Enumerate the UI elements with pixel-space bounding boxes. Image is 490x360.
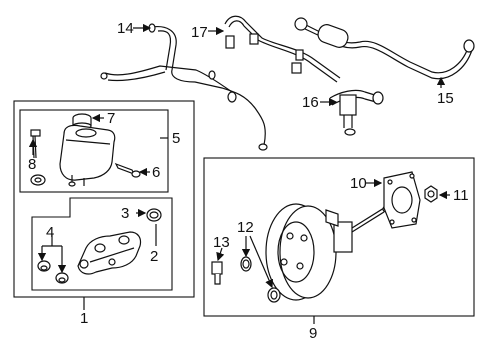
callout-8: 8 bbox=[28, 156, 36, 173]
callout-12: 12 bbox=[237, 219, 254, 236]
callout-16: 16 bbox=[302, 94, 319, 111]
callout-15: 15 bbox=[437, 90, 454, 107]
callout-4: 4 bbox=[46, 224, 54, 241]
callout-3: 3 bbox=[121, 205, 129, 222]
callout-14: 14 bbox=[117, 20, 134, 37]
vacuum-line-15 bbox=[294, 17, 475, 80]
reservoir-group-box bbox=[19, 109, 169, 193]
o-ring-3 bbox=[146, 208, 162, 222]
booster-group-box bbox=[203, 157, 475, 317]
sensor-13 bbox=[211, 261, 223, 285]
grommets-4 bbox=[37, 260, 69, 284]
callout-10: 10 bbox=[350, 175, 367, 192]
assembly-1-box bbox=[13, 100, 195, 298]
callout-9: 9 bbox=[309, 325, 317, 342]
callout-6: 6 bbox=[152, 164, 160, 181]
nut-11 bbox=[424, 185, 438, 203]
callout-13: 13 bbox=[213, 234, 230, 251]
vacuum-line-17 bbox=[224, 15, 341, 83]
master-cylinder-group-box bbox=[31, 197, 173, 291]
reservoir-tank bbox=[59, 124, 116, 187]
seals-12 bbox=[240, 256, 281, 303]
callout-2: 2 bbox=[150, 248, 158, 265]
callout-5: 5 bbox=[172, 130, 180, 147]
callout-11: 11 bbox=[453, 187, 469, 204]
gasket-10 bbox=[383, 171, 421, 229]
vacuum-hose-14 bbox=[100, 23, 268, 151]
sensor-6 bbox=[114, 162, 141, 178]
callout-1: 1 bbox=[80, 310, 88, 327]
check-valve-16 bbox=[329, 89, 384, 136]
callout-7: 7 bbox=[107, 110, 115, 127]
callout-17: 17 bbox=[191, 24, 208, 41]
brake-booster bbox=[265, 203, 390, 301]
master-cylinder bbox=[77, 231, 142, 275]
